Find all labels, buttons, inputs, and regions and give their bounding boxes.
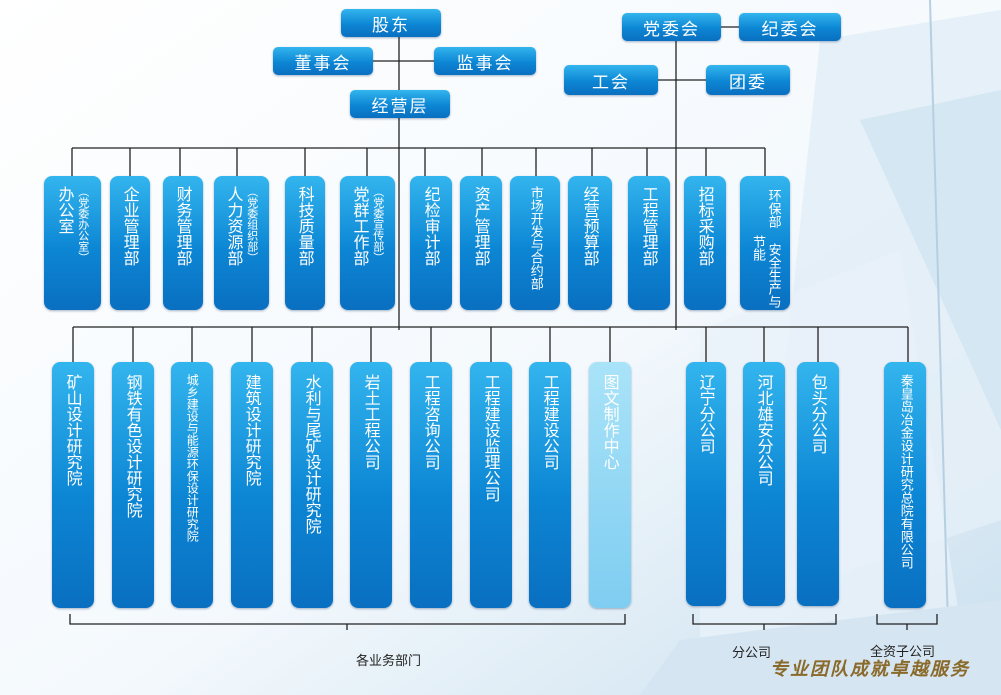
slogan-text: 专业团队成就卓越服务 xyxy=(770,659,970,680)
unit-water-tailings-design: 水利与尾矿设计研究院 xyxy=(291,362,333,608)
dept-sub: 环保部 安全生产与节能 xyxy=(750,188,781,308)
branch-hebei-xiongan: 河北雄安分公司 xyxy=(743,362,785,606)
dept-name: 企业管理部 xyxy=(120,186,140,266)
board-box: 董事会 xyxy=(273,47,373,75)
branch-name: 包头分公司 xyxy=(808,374,828,454)
unit-name: 岩土工程公司 xyxy=(361,374,381,470)
dept-human-resources: 人力资源部 （党委组织部） xyxy=(214,176,269,310)
unit-name: 城乡建设与能源环保设计研究院 xyxy=(185,374,200,542)
supervisors-box: 监事会 xyxy=(434,47,536,75)
dept-enterprise-management: 企业管理部 xyxy=(110,176,150,310)
dept-engineering: 工程管理部 xyxy=(628,176,670,310)
dept-finance: 财务管理部 xyxy=(163,176,203,310)
dept-name: 纪检审计部 xyxy=(421,186,441,266)
unit-mining-design: 矿山设计研究院 xyxy=(52,362,94,608)
discipline-committee-label: 纪委会 xyxy=(761,19,819,40)
dept-procurement: 招标采购部 xyxy=(684,176,726,310)
dept-name: 办公室 xyxy=(55,186,75,234)
unit-name: 矿山设计研究院 xyxy=(63,374,83,486)
youth-league-box: 团委 xyxy=(706,65,790,95)
unit-name: 建筑设计研究院 xyxy=(242,374,262,486)
branch-name: 河北雄安分公司 xyxy=(754,374,774,486)
unit-name: 水利与尾矿设计研究院 xyxy=(302,374,322,534)
dept-name: 资产管理部 xyxy=(471,186,491,266)
branch-baotou: 包头分公司 xyxy=(797,362,839,606)
dept-budget: 经营预算部 xyxy=(568,176,612,310)
branch-liaoning: 辽宁分公司 xyxy=(686,362,726,606)
dept-party-affairs: 党群工作部 （党委宣传部） xyxy=(340,176,395,310)
dept-assets: 资产管理部 xyxy=(460,176,502,310)
unit-name: 钢铁有色设计研究院 xyxy=(123,374,143,518)
dept-name: 人力资源部 xyxy=(224,186,244,266)
business-group-label: 各业务部门 xyxy=(356,654,422,669)
youth-league-label: 团委 xyxy=(729,72,767,93)
unit-name: 工程建设监理公司 xyxy=(481,374,501,502)
dept-name: 财务管理部 xyxy=(173,186,193,266)
shareholders-box: 股东 xyxy=(341,9,441,37)
shareholders-label: 股东 xyxy=(372,15,410,36)
dept-audit: 纪检审计部 xyxy=(410,176,452,310)
unit-geotech: 岩土工程公司 xyxy=(350,362,392,608)
dept-sub: （党委办公室） xyxy=(76,186,90,263)
unit-architecture-design: 建筑设计研究院 xyxy=(231,362,273,608)
management-box: 经营层 xyxy=(350,90,450,118)
board-label: 董事会 xyxy=(294,53,352,74)
unit-steel-design: 钢铁有色设计研究院 xyxy=(112,362,154,608)
party-committee-box: 党委会 xyxy=(622,13,721,41)
dept-name: 科技质量部 xyxy=(295,186,315,266)
management-label: 经营层 xyxy=(371,96,429,117)
union-label: 工会 xyxy=(592,72,630,93)
unit-name: 工程咨询公司 xyxy=(421,374,441,470)
unit-name: 工程建设公司 xyxy=(540,374,560,470)
unit-urban-energy-design: 城乡建设与能源环保设计研究院 xyxy=(171,362,213,608)
dept-name: 党群工作部 xyxy=(350,186,370,266)
branch-name: 辽宁分公司 xyxy=(696,374,716,454)
dept-office: 办公室 （党委办公室） xyxy=(44,176,101,310)
subsidiary-name: 秦皇岛冶金设计研究总院有限公司 xyxy=(897,374,913,569)
dept-sub: （党委宣传部） xyxy=(371,186,385,263)
dept-tech-quality: 科技质量部 xyxy=(285,176,325,310)
dept-name: 工程管理部 xyxy=(639,186,659,266)
dept-sub: （党委组织部） xyxy=(245,186,259,263)
union-box: 工会 xyxy=(564,65,658,95)
unit-name: 图文制作中心 xyxy=(600,374,620,470)
branches-group-label: 分公司 xyxy=(732,646,772,661)
dept-name: 招标采购部 xyxy=(695,186,715,266)
unit-graphics-center: 图文制作中心 xyxy=(589,362,631,608)
unit-construction: 工程建设公司 xyxy=(529,362,571,608)
unit-supervision: 工程建设监理公司 xyxy=(470,362,512,608)
discipline-committee-box: 纪委会 xyxy=(739,13,841,41)
subsidiary-box: 秦皇岛冶金设计研究总院有限公司 xyxy=(884,362,926,608)
unit-consulting: 工程咨询公司 xyxy=(410,362,452,608)
supervisors-label: 监事会 xyxy=(456,53,514,74)
dept-market-contracts: 市场开发与合约部 xyxy=(510,176,560,310)
subsidiary-group-label: 全资子公司 xyxy=(870,645,936,660)
dept-name: 经营预算部 xyxy=(580,186,600,266)
party-committee-label: 党委会 xyxy=(643,19,700,40)
dept-env-safety: 环保部 安全生产与节能 xyxy=(740,176,790,310)
dept-sub: 市场开发与合约部 xyxy=(527,186,543,290)
